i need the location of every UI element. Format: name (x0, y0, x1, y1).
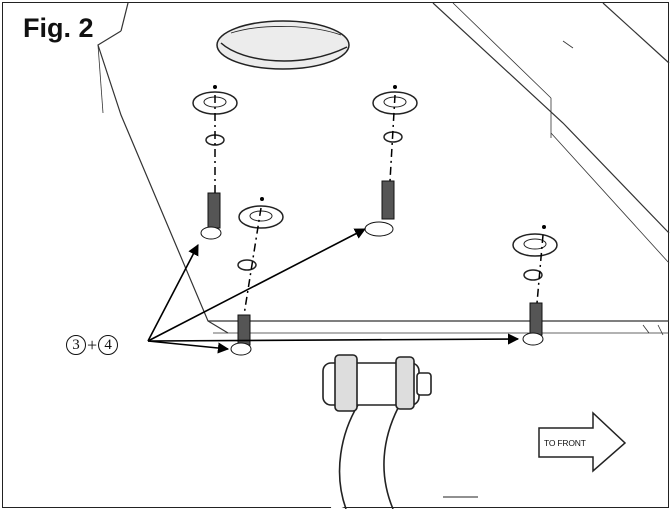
part-callout: 3 + 4 (66, 333, 119, 357)
panel-opening (216, 20, 350, 70)
leader-arrows (147, 228, 520, 354)
figure-title: Fig. 2 (23, 13, 94, 43)
screw-right-lower (512, 225, 558, 346)
screw-center-upper (364, 85, 418, 237)
part-number-a: 3 (66, 335, 86, 355)
to-front-arrow-icon (538, 411, 627, 473)
screw-left-upper (192, 85, 238, 240)
panel-outline (97, 3, 670, 336)
to-front-label: TO FRONT (544, 438, 586, 448)
assembly-drawing (97, 3, 670, 509)
screw-left-lower (230, 197, 284, 356)
hose-fitting (322, 354, 478, 509)
part-number-b: 4 (98, 335, 119, 355)
callout-plus: + (87, 334, 98, 355)
